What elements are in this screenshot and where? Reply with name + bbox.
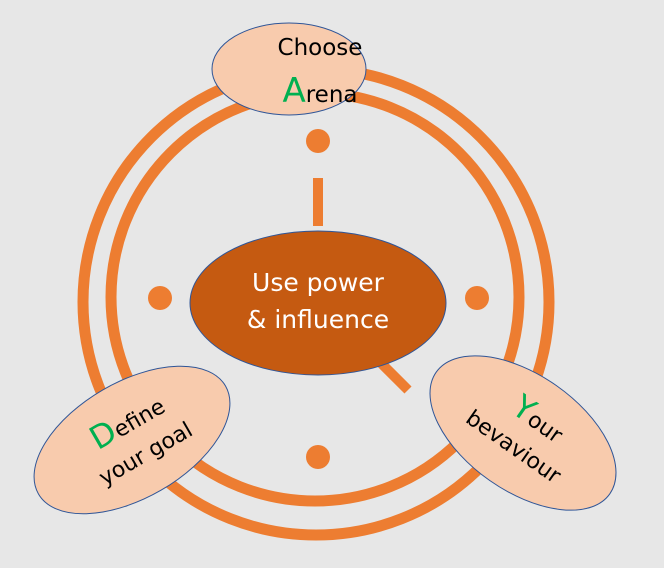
- center-ellipse: [189, 230, 447, 376]
- clock-hand-diagonal: [376, 358, 412, 394]
- dot-right: [465, 286, 489, 310]
- right-bubble: [429, 355, 617, 511]
- center-text-line1: Use power: [252, 268, 385, 297]
- left-bubble: [33, 365, 231, 515]
- dot-left: [148, 286, 172, 310]
- center-text-line2: & influence: [247, 305, 389, 334]
- top-text-line1: Choose: [278, 35, 363, 61]
- dot-top: [306, 129, 330, 153]
- top-bubble: [211, 22, 367, 116]
- top-text-line2: Arena: [282, 71, 357, 111]
- dot-bottom: [306, 445, 330, 469]
